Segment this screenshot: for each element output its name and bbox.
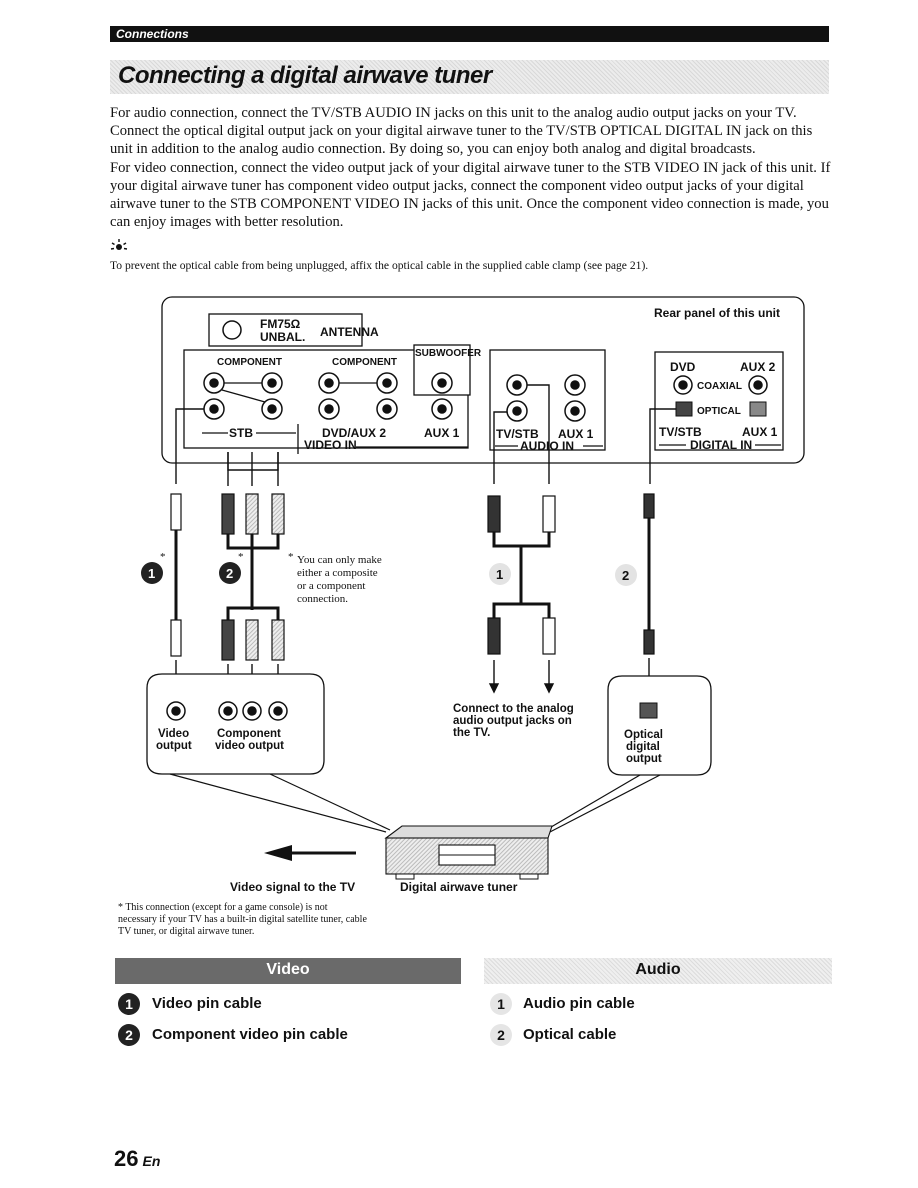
coaxial-label: COAXIAL xyxy=(697,381,742,392)
page-title: Connecting a digital airwave tuner xyxy=(118,62,492,89)
aux2-digital-label: AUX 2 xyxy=(740,360,776,374)
tip-text: To prevent the optical cable from being … xyxy=(110,259,649,272)
rear-panel-label: Rear panel of this unit xyxy=(654,306,780,320)
video-output-bubble xyxy=(146,673,325,775)
legend-audio-item-2: Optical cable xyxy=(523,1026,617,1043)
legend-video-num-2: 2 xyxy=(118,1024,140,1046)
note-line-1: You can only make xyxy=(297,554,382,566)
footnote: * This connection (except for a game con… xyxy=(118,902,367,937)
antenna-jack-icon xyxy=(222,320,242,340)
star-marker-1: * xyxy=(160,551,166,563)
section-label: Connections xyxy=(116,27,189,41)
legend-video-num-1: 1 xyxy=(118,993,140,1015)
page-number-value: 26 xyxy=(114,1146,139,1171)
tuner-label: Digital airwave tuner xyxy=(400,880,518,894)
video-signal-label: Video signal to the TV xyxy=(230,880,355,894)
note-line-2: either a composite xyxy=(297,567,378,579)
optical-jack-tvstb xyxy=(675,401,693,417)
note-line-3: or a component xyxy=(297,580,365,592)
unbal-label: UNBAL. xyxy=(260,330,305,344)
aux1-video-label: AUX 1 xyxy=(424,426,460,440)
video-cable-1-marker xyxy=(141,562,163,584)
legend-audio-num-2: 2 xyxy=(490,1024,512,1046)
digital-in-label: DIGITAL IN xyxy=(690,438,752,452)
svg-text:2: 2 xyxy=(622,568,629,583)
analog-note-2: audio output jacks on xyxy=(453,715,572,727)
jack-row-video xyxy=(203,372,453,420)
optical-jack-aux1 xyxy=(749,401,767,417)
legend-video-item-1: Video pin cable xyxy=(152,995,262,1012)
component-label-stb: COMPONENT xyxy=(217,357,282,368)
optical-output-bubble xyxy=(607,675,712,776)
optical-output-label-1: Optical xyxy=(624,729,663,741)
audio-cable-2-marker xyxy=(615,564,637,586)
title-band: Connecting a digital airwave tuner xyxy=(110,60,829,94)
aux1-audio-label: AUX 1 xyxy=(558,427,594,441)
legend-audio-band: Audio xyxy=(484,958,832,984)
intro-text: For audio connection, connect the TV/STB… xyxy=(110,104,832,231)
legend-audio-num-1: 1 xyxy=(490,993,512,1015)
stb-label: STB xyxy=(229,426,253,440)
optical-output-label-2: digital xyxy=(626,741,660,753)
tip-icon xyxy=(110,239,128,257)
legend-video-band: Video xyxy=(115,958,461,984)
video-in-box xyxy=(183,349,469,449)
audio-in-box xyxy=(489,349,606,451)
plugs-lower xyxy=(170,617,655,661)
note-star: * xyxy=(288,551,294,563)
subwoofer-label: SUBWOOFER xyxy=(415,348,482,359)
digital-in-box xyxy=(654,351,784,451)
video-signal-arrow xyxy=(264,845,356,861)
audio-cable-1-marker xyxy=(489,563,511,585)
dvd-aux2-label: DVD/AUX 2 xyxy=(322,426,386,440)
svg-text:1: 1 xyxy=(148,566,155,581)
analog-note-1: Connect to the analog xyxy=(453,703,574,715)
tvstb-audio-label: TV/STB xyxy=(496,427,539,441)
antenna-label: ANTENNA xyxy=(320,325,379,339)
star-marker-2: * xyxy=(238,551,244,563)
legend-audio-item-1: Audio pin cable xyxy=(523,995,635,1012)
optical-label: OPTICAL xyxy=(697,406,741,417)
legend-audio-title: Audio xyxy=(635,961,681,978)
intro-paragraph-video: For video connection, connect the video … xyxy=(110,159,831,231)
section-header-bar: Connections xyxy=(110,26,829,42)
component-label-dvd: COMPONENT xyxy=(332,357,397,368)
component-output-label-2: video output xyxy=(215,740,284,752)
svg-text:2: 2 xyxy=(226,566,233,581)
fm-label: FM75Ω xyxy=(260,317,301,331)
legend-video-title: Video xyxy=(266,961,310,978)
optical-output-label-3: output xyxy=(626,753,662,765)
dvd-digital-label: DVD xyxy=(670,360,696,374)
intro-paragraph-audio: For audio connection, connect the TV/STB… xyxy=(110,105,813,158)
optical-output-jack xyxy=(639,702,658,719)
video-in-label: VIDEO IN xyxy=(304,438,357,452)
analog-note-3: the TV. xyxy=(453,727,490,739)
digital-airwave-tuner-icon xyxy=(384,825,553,880)
component-output-label-1: Component xyxy=(217,728,281,740)
rear-panel xyxy=(161,296,805,464)
audio-in-label: AUDIO IN xyxy=(520,439,574,453)
video-output-label-2: output xyxy=(156,740,192,752)
connection-diagram: Rear panel of this unit FM75Ω UNBAL. ANT… xyxy=(141,296,805,894)
svg-text:1: 1 xyxy=(496,567,503,582)
video-output-label-1: Video xyxy=(158,728,189,740)
legend-video-item-2: Component video pin cable xyxy=(152,1026,348,1043)
antenna-box xyxy=(208,313,363,347)
plugs-upper xyxy=(170,493,655,535)
video-cable-2-marker xyxy=(219,562,241,584)
note-line-4: connection. xyxy=(297,593,348,605)
page-language: En xyxy=(142,1153,161,1169)
aux1-digital-label: AUX 1 xyxy=(742,425,778,439)
tvstb-digital-label: TV/STB xyxy=(659,425,702,439)
